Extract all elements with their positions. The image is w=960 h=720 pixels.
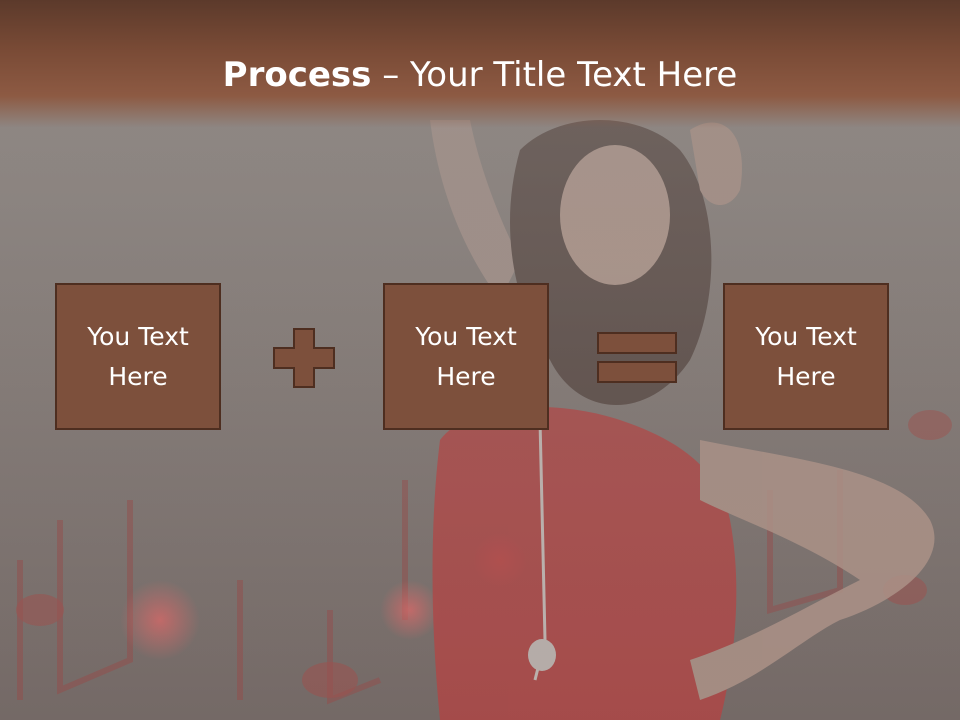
process-box-2[interactable]: You Text Here <box>383 283 549 430</box>
equals-icon <box>597 332 677 383</box>
process-box-3-text: You Text Here <box>755 321 857 391</box>
process-box-1[interactable]: You Text Here <box>55 283 221 430</box>
title-dash: – <box>371 55 411 95</box>
plus-icon <box>273 328 335 388</box>
process-box-3[interactable]: You Text Here <box>723 283 889 430</box>
process-box-1-text: You Text Here <box>87 321 189 391</box>
light-glow <box>120 580 200 660</box>
title-bar <box>0 0 960 128</box>
title-rest: Your Title Text Here <box>410 55 738 95</box>
light-glow <box>380 580 440 640</box>
process-box-2-text: You Text Here <box>415 321 517 391</box>
title-bold: Process <box>222 55 372 95</box>
slide-title: Process – Your Title Text Here <box>0 52 960 98</box>
